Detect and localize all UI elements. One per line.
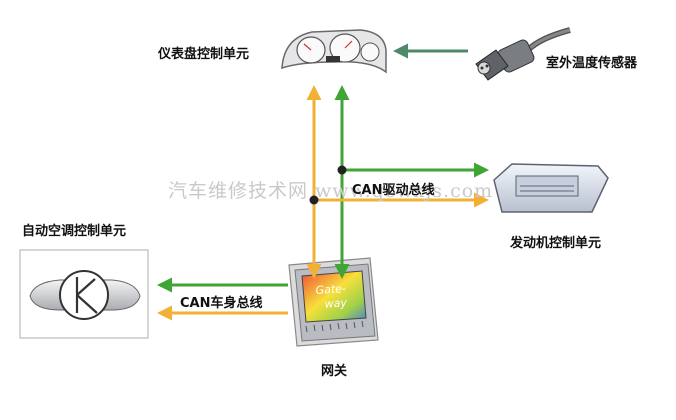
outside-temp-sensor-label: 室外温度传感器	[546, 56, 638, 71]
watermark: 汽车维修技术网 www.qcwxjs.com	[168, 180, 494, 202]
gateway-chip-label-line2: way	[324, 296, 348, 311]
instrument-cluster-unit	[281, 29, 387, 74]
instrument-cluster-label: 仪表盘控制单元	[158, 47, 250, 62]
auto-ac-control-unit	[19, 249, 149, 339]
bus-node-yellow	[309, 195, 319, 205]
gateway-label: 网关	[321, 364, 348, 379]
outside-temp-sensor	[475, 27, 571, 81]
gateway-chip-label-line1: Gate-	[315, 282, 346, 297]
can-body-bus-label: CAN车身总线	[180, 296, 263, 311]
auto-ac-control-label: 自动空调控制单元	[22, 224, 127, 239]
engine-control-unit	[493, 163, 609, 213]
engine-control-label: 发动机控制单元	[510, 236, 602, 251]
gateway-module	[288, 257, 379, 347]
bus-node-green	[337, 165, 347, 175]
can-bus-lines	[157, 43, 489, 321]
can-drive-bus-label: CAN驱动总线	[352, 183, 435, 198]
